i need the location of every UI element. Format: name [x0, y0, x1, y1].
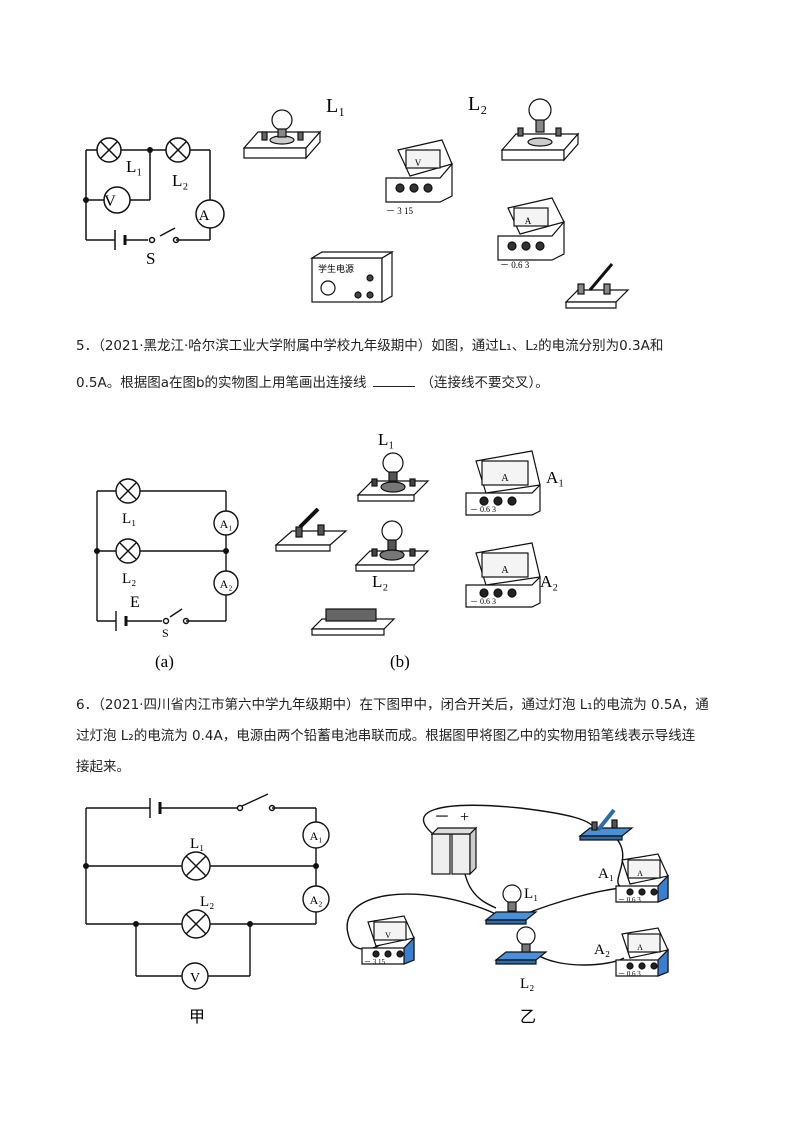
q6-figure: L₁ L₂ A₁ A₂ V 甲: [83, 793, 669, 1026]
q5b-lamp-l2: [354, 520, 430, 572]
q5a-e-label: E: [130, 594, 140, 611]
q5b-l1-label: L₁: [378, 430, 394, 449]
top-circuit-diagram: [85, 137, 225, 250]
q6-yi-switch: [578, 808, 634, 841]
top-voltmeter-device: [385, 139, 453, 203]
q5-circuit-a: [96, 478, 239, 631]
top-ammeter-device: [497, 197, 565, 261]
top-lamp-l2-device: [500, 98, 580, 162]
q6-circuit-jia: [85, 793, 330, 990]
q6-yi-ammeter-a1: [615, 853, 669, 903]
q6-yi-v-scale: － 3 15: [364, 958, 385, 966]
q5b-a2-scale: － 0.6 3: [470, 597, 496, 606]
q6-jia-a2-label: A₂: [310, 893, 323, 907]
q6-yi-lamp-l2: [494, 926, 548, 965]
q6-text-line2: 过灯泡 L₂的电流为 0.4A，电源由两个铅蓄电池串联而成。根据图甲将图乙中的实…: [76, 728, 696, 744]
q5b-a2-label: A₂: [540, 572, 558, 591]
q6-text-line3: 接起来。: [76, 759, 130, 775]
q6-yi-voltmeter: [361, 915, 415, 965]
svg-text:A: A: [637, 943, 643, 952]
svg-text:A: A: [525, 216, 532, 226]
q6-yi-a2-scale: － 0.6 3: [618, 970, 641, 978]
q5a-a2-label: A₂: [220, 577, 233, 591]
q6-yi-a1-label: A₁: [598, 866, 614, 882]
top-voltmeter-symbol: V: [104, 193, 116, 210]
q5-text-line2a: 0.5A。根据图a在图b的实物图上用笔画出连接线: [76, 375, 367, 391]
q5b-l2-label: L₂: [372, 572, 388, 591]
q5-text-line2: 0.5A。根据图a在图b的实物图上用笔画出连接线 （连接线不要交叉）。: [76, 368, 726, 399]
q6-jia-l1-label: L₁: [190, 836, 204, 852]
q5-text-line2b: （连接线不要交叉）。: [420, 375, 549, 391]
top-ammeter-scale: － 0.6 3: [500, 260, 530, 270]
q5-caption-b: (b): [390, 652, 410, 671]
q5-text-line1: 5．（2021·黑龙江·哈尔滨工业大学附属中学校九年级期中）如图，通过L₁、L₂…: [76, 338, 664, 354]
top-switch-label: S: [146, 249, 155, 268]
top-figure: V A L₁ L₂ S L₁ L₂ V － 3 15 A －: [83, 93, 630, 309]
q5b-ammeter-a1: [465, 450, 541, 516]
q6-yi-a1-scale: － 0.6 3: [618, 896, 641, 904]
q5-answer-blank[interactable]: [372, 372, 415, 387]
q5-caption-a: (a): [155, 652, 174, 671]
q6-yi-lamp-l1: [484, 884, 538, 925]
top-l1-device-label: L₁: [326, 95, 345, 117]
q6-yi-l2-label: L₂: [520, 976, 534, 992]
svg-text:A: A: [637, 869, 643, 878]
q6-caption-jia: 甲: [189, 1009, 205, 1026]
q5b-ammeter-a2: [465, 542, 541, 608]
q6-jia-v-label: V: [190, 971, 200, 986]
q6-yi-minus-label: －: [434, 809, 450, 826]
svg-text:A: A: [501, 565, 509, 576]
top-lamp-l1-device: [242, 109, 322, 160]
q5b-a1-scale: － 0.6 3: [470, 505, 496, 514]
svg-text:A: A: [501, 473, 509, 484]
q6-yi-a2-label: A₂: [594, 942, 610, 958]
svg-text:V: V: [415, 158, 422, 168]
top-ammeter-symbol: A: [199, 208, 210, 224]
top-power-supply-label: 学生电源: [318, 263, 354, 274]
top-knife-switch: [564, 263, 630, 309]
q6-yi-battery-pack: [430, 826, 478, 876]
q5b-a1-label: A₁: [546, 468, 564, 487]
q5a-a1-label: A₁: [220, 517, 233, 531]
q5a-l2-label: L₂: [122, 571, 136, 587]
top-power-supply: [309, 250, 395, 304]
q5b-lamp-l1: [356, 452, 430, 502]
top-l1-label: L₁: [126, 157, 142, 176]
q6-jia-l2-label: L₂: [200, 894, 214, 910]
svg-text:V: V: [385, 931, 391, 940]
q6-yi-plus-label: +: [460, 809, 469, 826]
q6-yi-l1-label: L₁: [524, 886, 538, 902]
q5-figure: L₁ L₂ A₁ A₂ E S (a): [94, 430, 564, 671]
q6-caption-yi: 乙: [520, 1009, 536, 1026]
top-voltmeter-scale: － 3 15: [386, 206, 414, 216]
q6-yi-ammeter-a2: [615, 927, 669, 977]
q6-text-line1: 6．（2021·四川省内江市第六中学九年级期中）在下图甲中，闭合开关后，通过灯泡…: [76, 697, 709, 713]
q6-jia-a1-label: A₁: [310, 829, 323, 843]
q5b-battery: [310, 608, 396, 636]
top-l2-label: L₂: [172, 171, 188, 190]
top-l2-device-label: L₂: [468, 93, 487, 115]
q5a-l1-label: L₁: [122, 511, 136, 527]
q5b-knife-switch: [274, 507, 348, 552]
q5a-s-label: S: [162, 626, 169, 640]
